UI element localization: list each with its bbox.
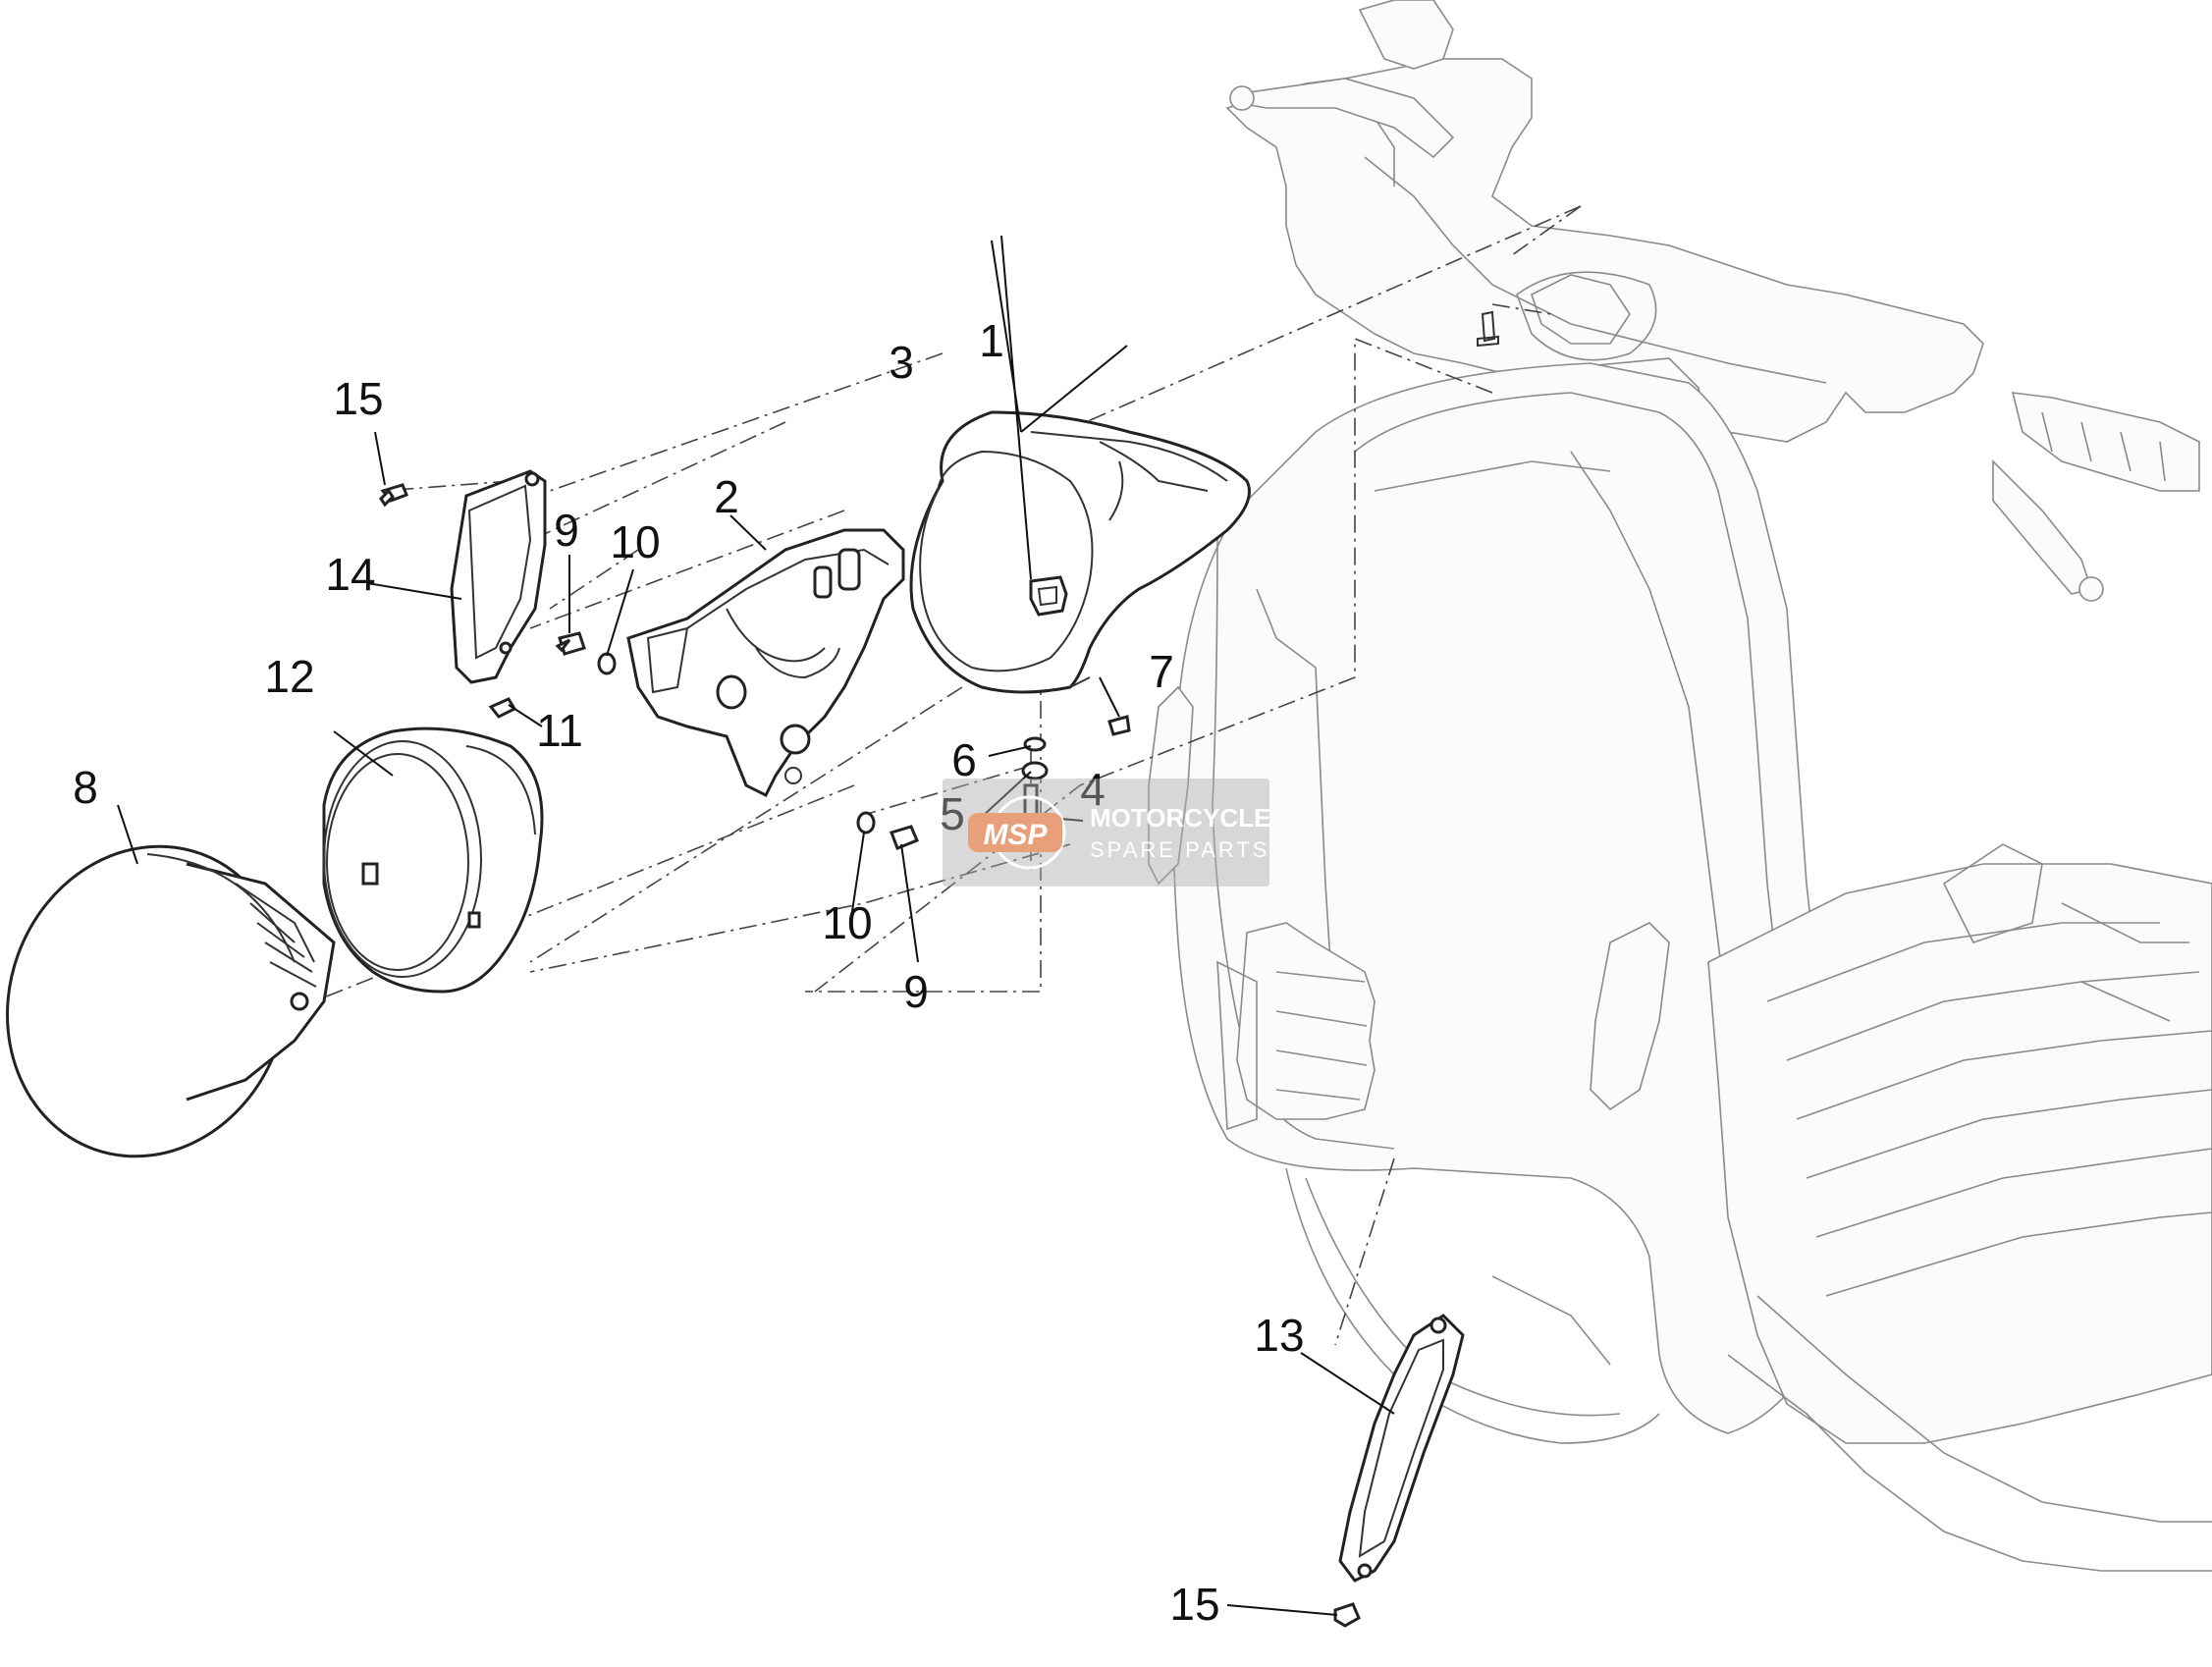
watermark-line1: MOTORCYCLE xyxy=(1090,803,1270,833)
callout-13: 13 xyxy=(1254,1310,1304,1361)
callout-6: 6 xyxy=(951,734,977,785)
callout-10-upper: 10 xyxy=(610,516,660,567)
part-13-lower-indicator xyxy=(1338,1314,1465,1583)
callout-10-lower: 10 xyxy=(822,897,872,948)
part-14-front-indicator xyxy=(450,469,547,684)
part-15-screw-bottom xyxy=(1333,1602,1361,1628)
part-9-screw-lower xyxy=(890,825,919,850)
callout-3: 3 xyxy=(889,337,914,388)
leader-lines xyxy=(117,235,1395,1616)
callout-2: 2 xyxy=(714,471,739,522)
part-3-clip xyxy=(1029,575,1068,617)
part-2-support-bracket xyxy=(626,528,905,798)
callout-12: 12 xyxy=(264,651,314,702)
part-12-headlamp-rim xyxy=(322,726,544,994)
part-8-headlamp-unit xyxy=(6,844,336,1158)
callout-7: 7 xyxy=(1149,646,1174,697)
watermark-line2: SPARE PARTS xyxy=(1090,837,1269,862)
assembly-lines xyxy=(313,205,1582,1562)
watermark-logo-badge xyxy=(968,813,1062,852)
part-1-headlamp-cover xyxy=(909,410,1251,694)
callout-9-lower: 9 xyxy=(903,966,929,1017)
callout-4: 4 xyxy=(1080,764,1106,815)
part-6-washer xyxy=(1023,736,1047,752)
watermark: MSP MOTORCYCLE SPARE PARTS xyxy=(943,779,1270,887)
part-11-screw xyxy=(488,697,517,719)
callout-15-top: 15 xyxy=(333,373,383,424)
callout-8: 8 xyxy=(73,762,98,813)
callout-5: 5 xyxy=(940,788,965,839)
part-9-screw-upper xyxy=(555,631,586,656)
part-10-washer-upper xyxy=(597,652,617,675)
callout-15-bottom: 15 xyxy=(1169,1579,1219,1630)
part-15-screw-top xyxy=(379,483,408,508)
callout-11: 11 xyxy=(536,705,583,756)
part-7-screw xyxy=(1107,715,1131,736)
callout-9-upper: 9 xyxy=(554,505,579,556)
part-10-washer-lower xyxy=(856,811,876,834)
screw-upper-steering xyxy=(1477,310,1499,348)
watermark-logo-text: MSP xyxy=(983,819,1048,851)
callout-labels: 1 2 3 4 5 6 7 8 9 9 10 10 11 12 13 14 15… xyxy=(73,315,1304,1630)
callout-14: 14 xyxy=(325,549,375,600)
scooter-body-outline xyxy=(1148,0,2212,1572)
callout-1: 1 xyxy=(979,315,1004,366)
